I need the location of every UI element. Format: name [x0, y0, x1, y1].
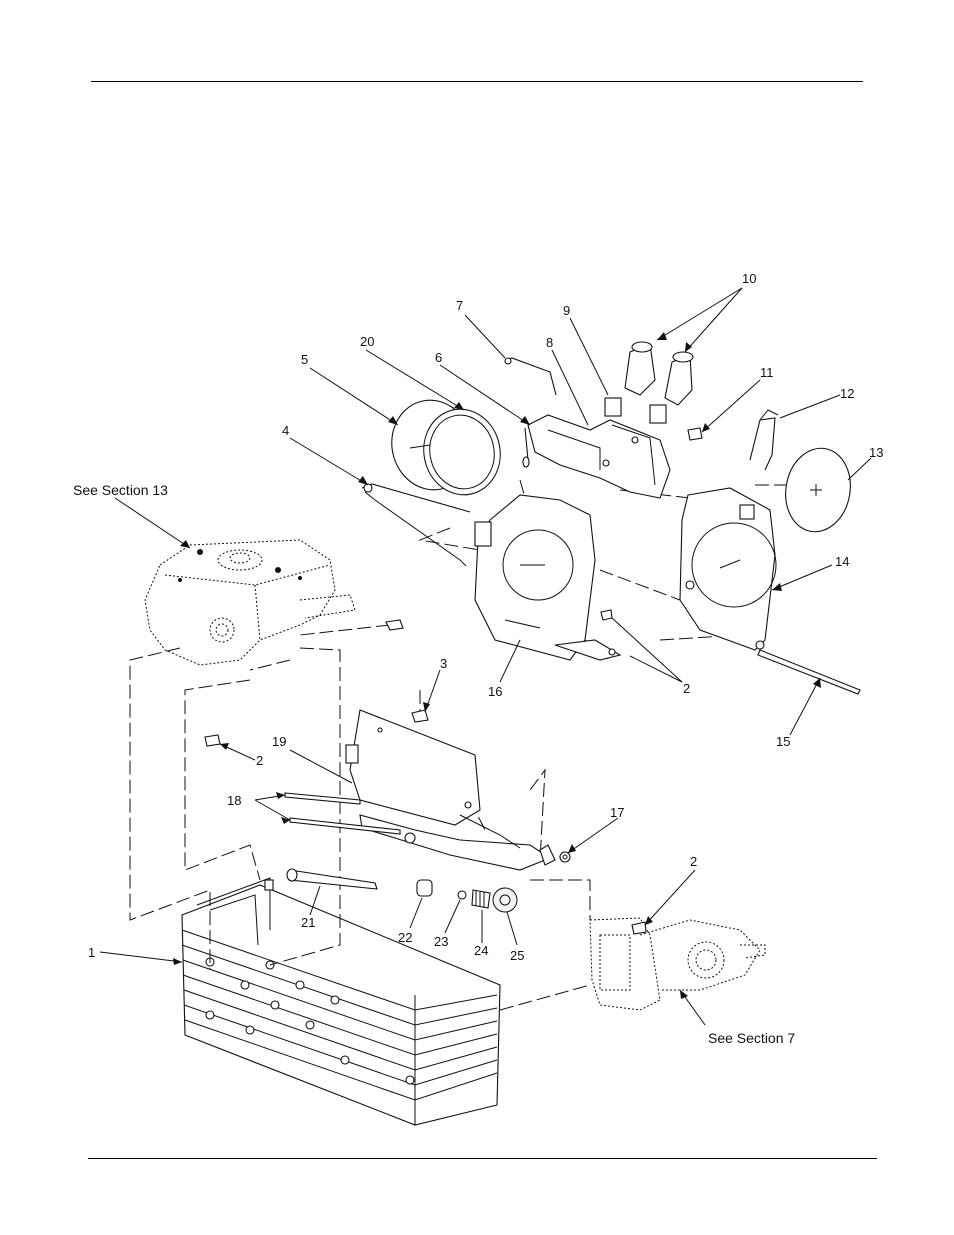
callout-13: 13	[869, 445, 883, 460]
callout-labels: 1 2 2 2 3 4 5 6 7 8 9 10 11 12 13 14 15 …	[88, 271, 883, 963]
callout-14: 14	[835, 554, 849, 569]
callout-12: 12	[840, 386, 854, 401]
leader-lines	[99, 287, 872, 1026]
callout-16: 16	[488, 684, 502, 699]
engine-block	[144, 539, 356, 666]
switch-bracket	[522, 341, 694, 499]
pin-21	[286, 868, 378, 890]
callout-4: 4	[282, 423, 289, 438]
callout-21: 21	[301, 915, 315, 930]
callout-10: 10	[742, 271, 756, 286]
callout-8: 8	[546, 335, 553, 350]
lower-support-bracket	[359, 814, 556, 871]
right-lamp-bracket	[679, 487, 777, 651]
callout-20: 20	[360, 334, 374, 349]
callout-2-upper: 2	[683, 681, 690, 696]
section-references: See Section 13 See Section 7	[73, 482, 795, 1046]
clip-12	[749, 409, 779, 471]
callout-15: 15	[776, 734, 790, 749]
callout-24: 24	[474, 943, 488, 958]
callout-7: 7	[456, 298, 463, 313]
see-section-7-label: See Section 7	[708, 1030, 795, 1046]
callout-3: 3	[440, 656, 447, 671]
see-section-13-label: See Section 13	[73, 482, 168, 498]
callout-25: 25	[510, 948, 524, 963]
callout-19: 19	[272, 734, 286, 749]
callout-23: 23	[434, 934, 448, 949]
spring-7	[504, 357, 557, 396]
callout-2-left: 2	[256, 753, 263, 768]
side-bracket	[589, 917, 766, 1011]
lamp-lens	[391, 399, 501, 496]
rod-15	[757, 649, 861, 695]
callout-22: 22	[398, 930, 412, 945]
rods-18	[284, 792, 401, 835]
top-rule	[91, 81, 863, 82]
bottom-rule	[88, 1158, 877, 1159]
left-lamp-bracket	[474, 494, 622, 661]
callout-17: 17	[610, 805, 624, 820]
lens-13	[785, 447, 851, 533]
callout-2-right: 2	[690, 854, 697, 869]
callout-6: 6	[435, 350, 442, 365]
hardware	[204, 427, 703, 935]
callout-1: 1	[88, 945, 95, 960]
callout-9: 9	[563, 303, 570, 318]
callout-18: 18	[227, 793, 241, 808]
small-parts	[416, 879, 518, 913]
callout-5: 5	[301, 352, 308, 367]
center-plate	[345, 709, 481, 826]
rod-4	[361, 483, 471, 567]
callout-11: 11	[760, 365, 774, 380]
front-grille	[181, 877, 501, 1126]
